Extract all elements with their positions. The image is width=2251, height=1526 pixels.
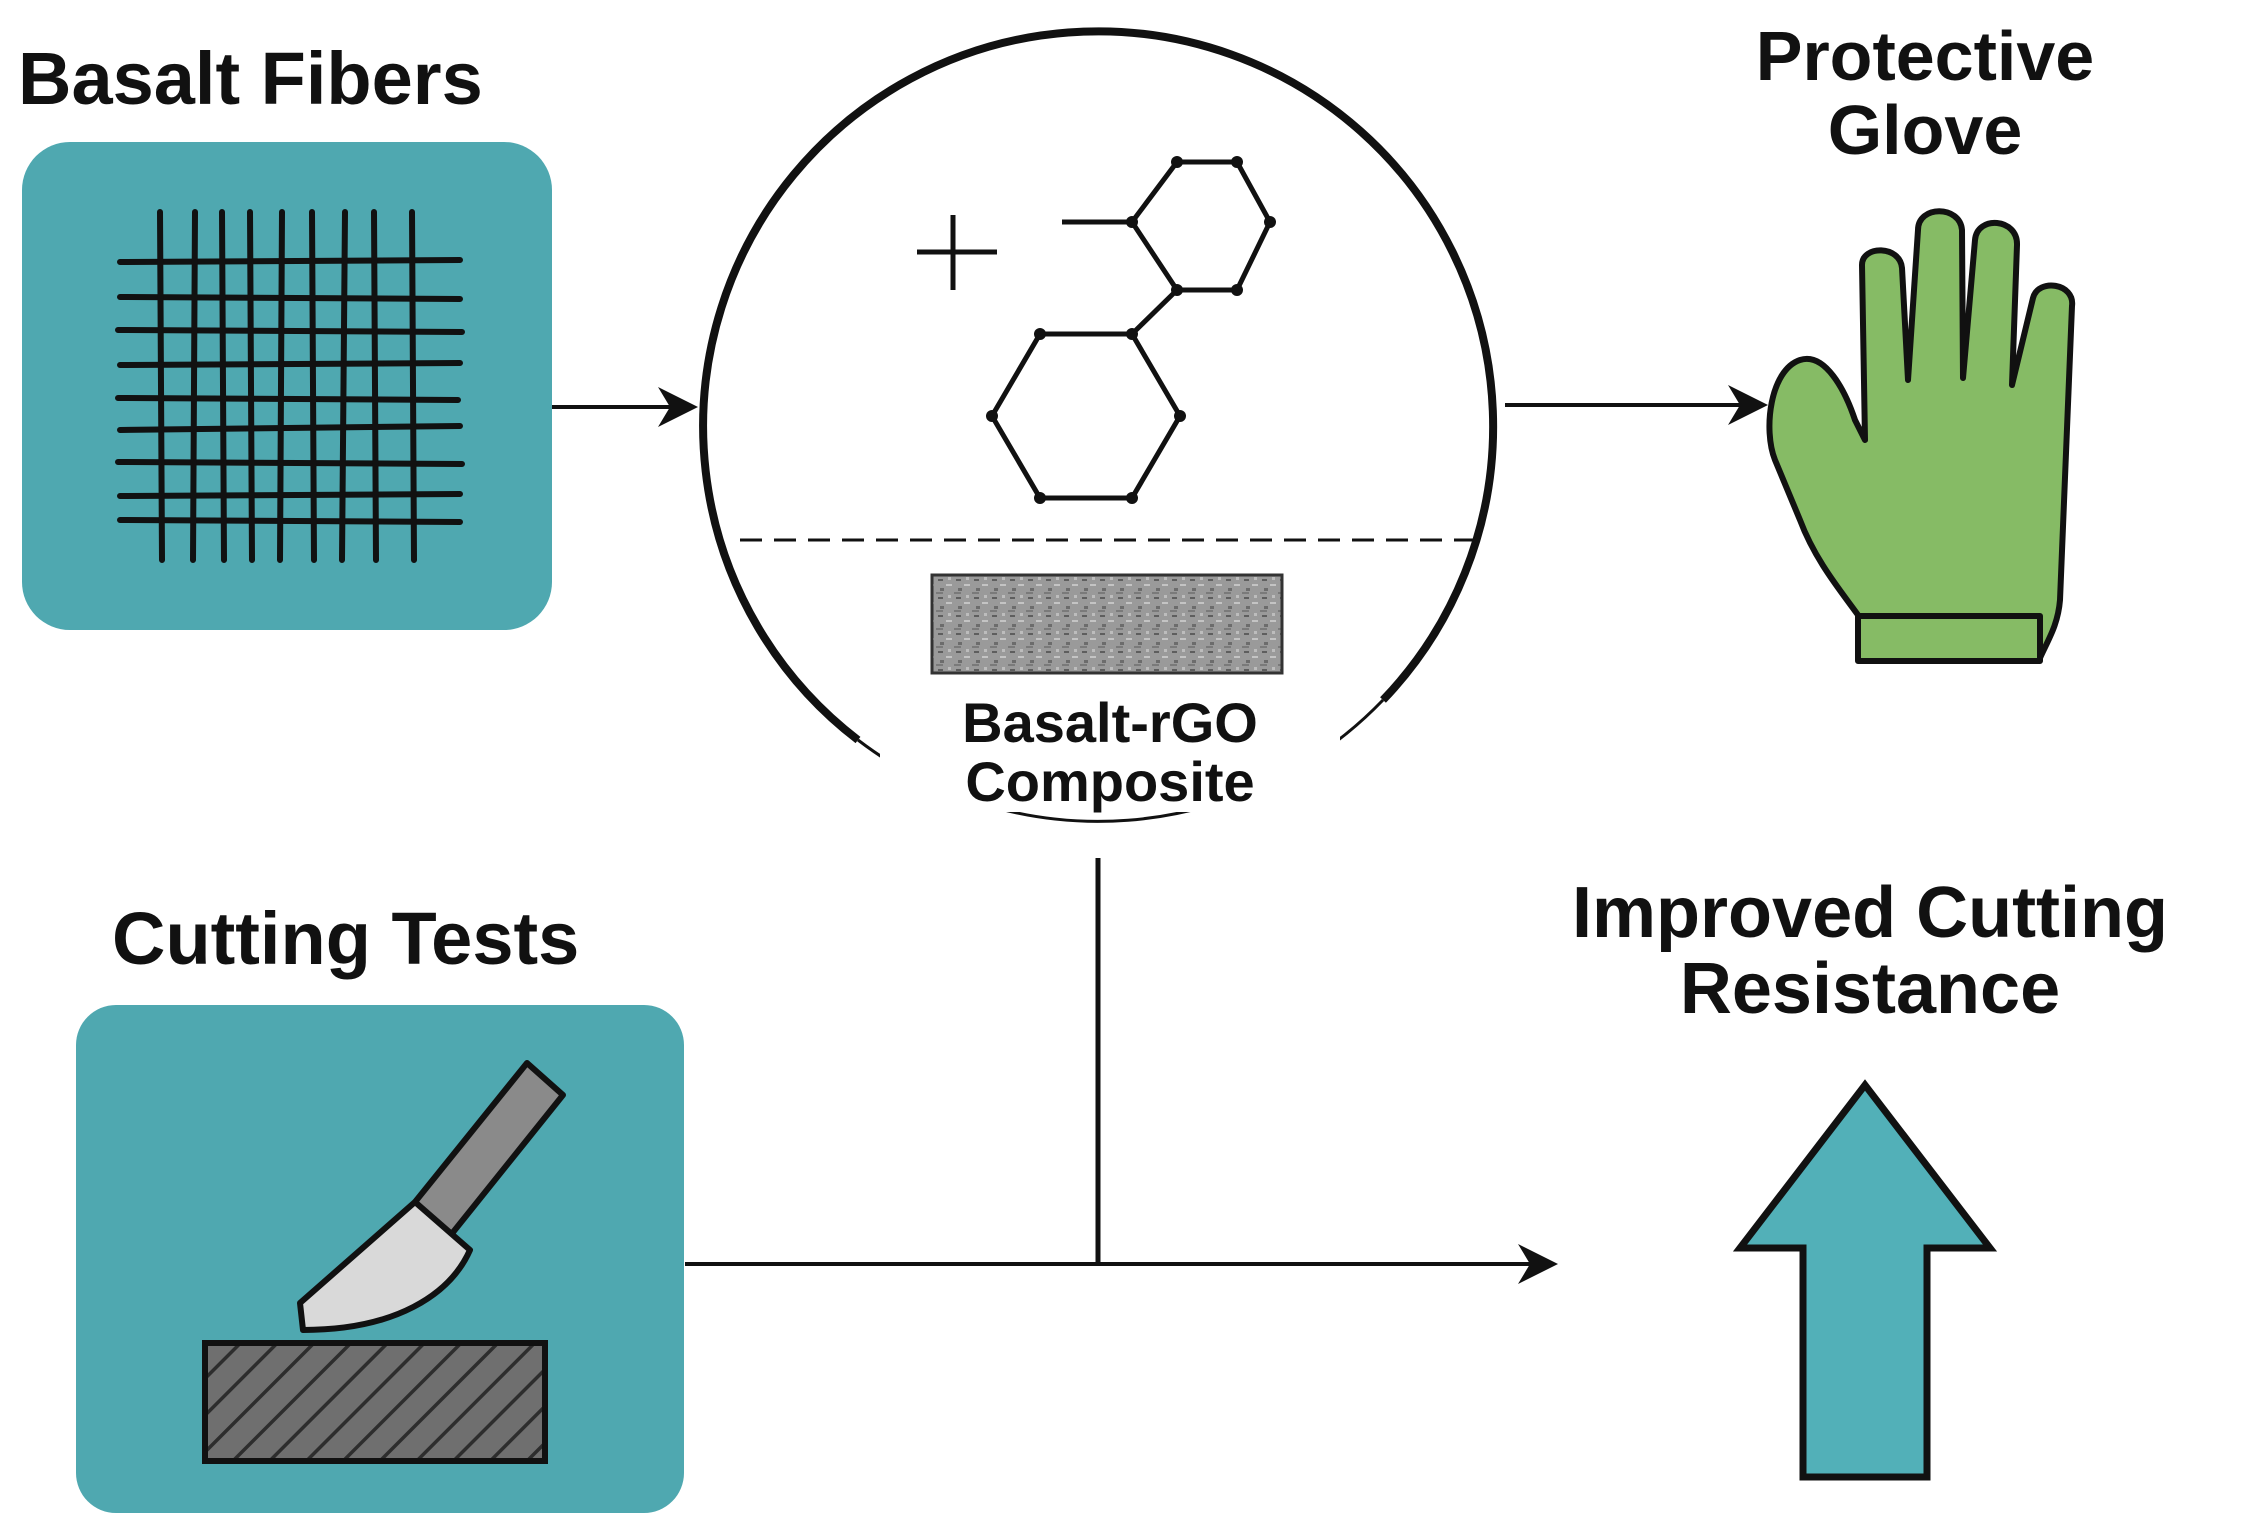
molecule-nodes <box>986 156 1276 504</box>
composite-line1: Basalt-rGO <box>962 691 1258 754</box>
protective-glove-title: Protective Glove <box>1690 17 2160 169</box>
improved-line2: Resistance <box>1679 948 2061 1029</box>
knife-icon <box>297 1060 566 1333</box>
improved-line1: Improved Cutting <box>1572 873 2168 953</box>
composite-label: Basalt-rGO Composite <box>880 691 1340 813</box>
glove-icon <box>1766 208 2076 664</box>
hexagon-molecule-icon <box>917 159 1273 501</box>
composite-sample <box>930 573 1284 675</box>
basalt-fibers-title: Basalt Fibers <box>18 37 483 120</box>
hatched-block <box>202 1340 548 1464</box>
protective-glove-line1: Protective <box>1755 17 2095 95</box>
basalt-fibers-panel <box>22 142 552 630</box>
composite-line2: Composite <box>965 749 1255 813</box>
cutting-tests-title: Cutting Tests <box>112 897 580 980</box>
improved-resistance-title: Improved Cutting Resistance <box>1490 873 2250 1029</box>
up-arrow-icon <box>1732 1079 1998 1481</box>
protective-glove-line2: Glove <box>1827 90 2023 169</box>
grid-mesh-icon <box>115 209 465 563</box>
cutting-tests-panel <box>76 1005 684 1513</box>
